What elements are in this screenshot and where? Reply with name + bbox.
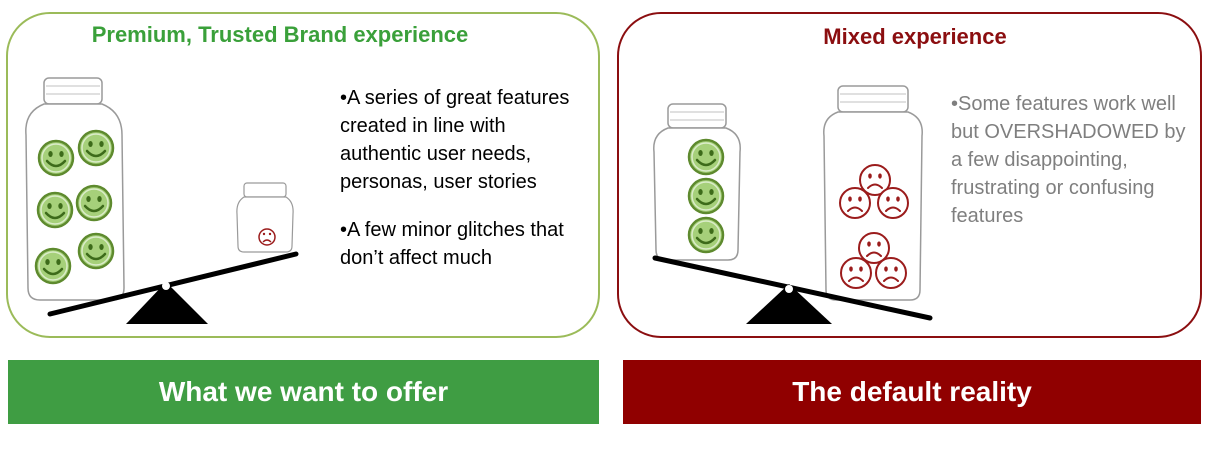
want-to-offer-banner: What we want to offer: [8, 360, 599, 424]
mixed-bullet-list: •Some features work well but OVERSHADOWE…: [951, 90, 1191, 230]
green-smiley-icon: [687, 216, 725, 254]
red-frown-icon: [839, 187, 871, 219]
seesaw-icon: [47, 251, 299, 324]
red-frown-icon: [877, 187, 909, 219]
red-frown-icon: [840, 257, 872, 289]
seesaw-icon: [652, 255, 933, 324]
premium-bullet-2: •A few minor glitches that don’t affect …: [340, 219, 564, 269]
premium-bullet-1: •A series of great features created in l…: [340, 87, 570, 193]
mixed-experience-title: Mixed experience: [823, 24, 1007, 49]
green-smiley-icon: [77, 129, 115, 167]
premium-experience-title: Premium, Trusted Brand experience: [91, 22, 469, 47]
jar-icon: [236, 182, 294, 253]
green-smiley-icon: [75, 184, 113, 222]
green-smiley-icon: [37, 139, 75, 177]
green-smiley-icon: [687, 177, 725, 215]
green-smiley-icon: [77, 232, 115, 270]
premium-bullet-list: •A series of great features created in l…: [340, 84, 590, 292]
jar-icon: [823, 85, 923, 301]
green-smiley-icon: [687, 138, 725, 176]
green-smiley-icon: [36, 191, 74, 229]
green-smiley-icon: [34, 247, 72, 285]
red-frown-icon: [875, 257, 907, 289]
mixed-bullet-1: •Some features work well but OVERSHADOWE…: [951, 93, 1186, 227]
default-reality-banner: The default reality: [623, 360, 1201, 424]
